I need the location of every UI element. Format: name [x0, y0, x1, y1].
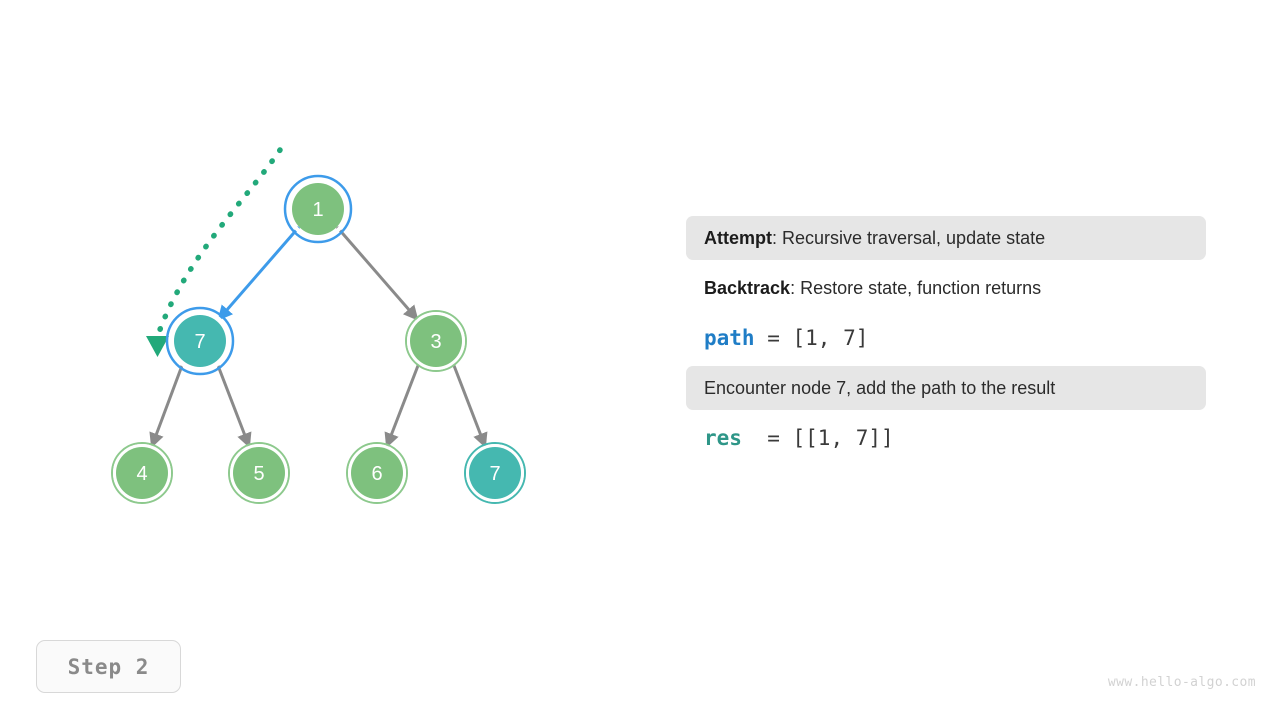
site-watermark: www.hello-algo.com: [1107, 675, 1256, 690]
res-value: = [[1, 7]]: [741, 426, 894, 450]
info-row-res: res = [[1, 7]]: [686, 416, 1206, 460]
path-variable: path: [704, 326, 755, 350]
res-variable: res: [704, 426, 742, 450]
tree-node-6-label: 6: [371, 463, 382, 485]
edge-7-to-4: [149, 362, 185, 449]
tree-node-7-left-label: 7: [194, 331, 205, 353]
encounter-description: Encounter node 7, add the path to the re…: [704, 377, 1056, 398]
info-row-attempt: Attempt: Recursive traversal, update sta…: [686, 216, 1206, 260]
backtrack-description: : Restore state, function returns: [790, 277, 1042, 298]
tree-node-1-label: 1: [312, 199, 323, 221]
tree-node-3-label: 3: [430, 331, 441, 353]
attempt-label: Attempt: [704, 227, 772, 248]
tree-nodes: 1 7 3 4: [111, 174, 526, 504]
tree-node-7-right-label: 7: [489, 463, 500, 485]
info-row-backtrack: Backtrack: Restore state, function retur…: [686, 266, 1206, 310]
edge-7-to-5: [215, 362, 252, 449]
tree-node-3[interactable]: 3: [405, 310, 467, 372]
step-badge: Step 2: [36, 640, 181, 693]
tree-node-6[interactable]: 6: [346, 442, 408, 504]
edge-3-to-7: [451, 362, 488, 449]
edge-1-to-3: [335, 226, 419, 321]
tree-node-4-label: 4: [136, 463, 147, 485]
tree-node-4[interactable]: 4: [111, 442, 173, 504]
tree-node-7-left[interactable]: 7: [165, 306, 235, 376]
edge-3-to-6: [384, 362, 421, 449]
backtrack-triangle-marker: [146, 336, 169, 357]
explanation-panel: Attempt: Recursive traversal, update sta…: [686, 216, 1206, 466]
edge-1-to-7: [217, 226, 301, 321]
info-row-encounter: Encounter node 7, add the path to the re…: [686, 366, 1206, 410]
info-row-path: path = [1, 7]: [686, 316, 1206, 360]
tree-node-5[interactable]: 5: [228, 442, 290, 504]
tree-node-1[interactable]: 1: [283, 174, 353, 244]
backtrack-curve: [146, 147, 283, 357]
binary-tree-diagram: 1 7 3 4: [111, 147, 526, 504]
backtrack-label: Backtrack: [704, 277, 791, 298]
tree-edges: [149, 226, 488, 449]
tree-node-5-label: 5: [253, 463, 264, 485]
tree-node-7-right[interactable]: 7: [464, 442, 526, 504]
attempt-description: : Recursive traversal, update state: [772, 227, 1046, 248]
path-value: = [1, 7]: [754, 326, 869, 350]
